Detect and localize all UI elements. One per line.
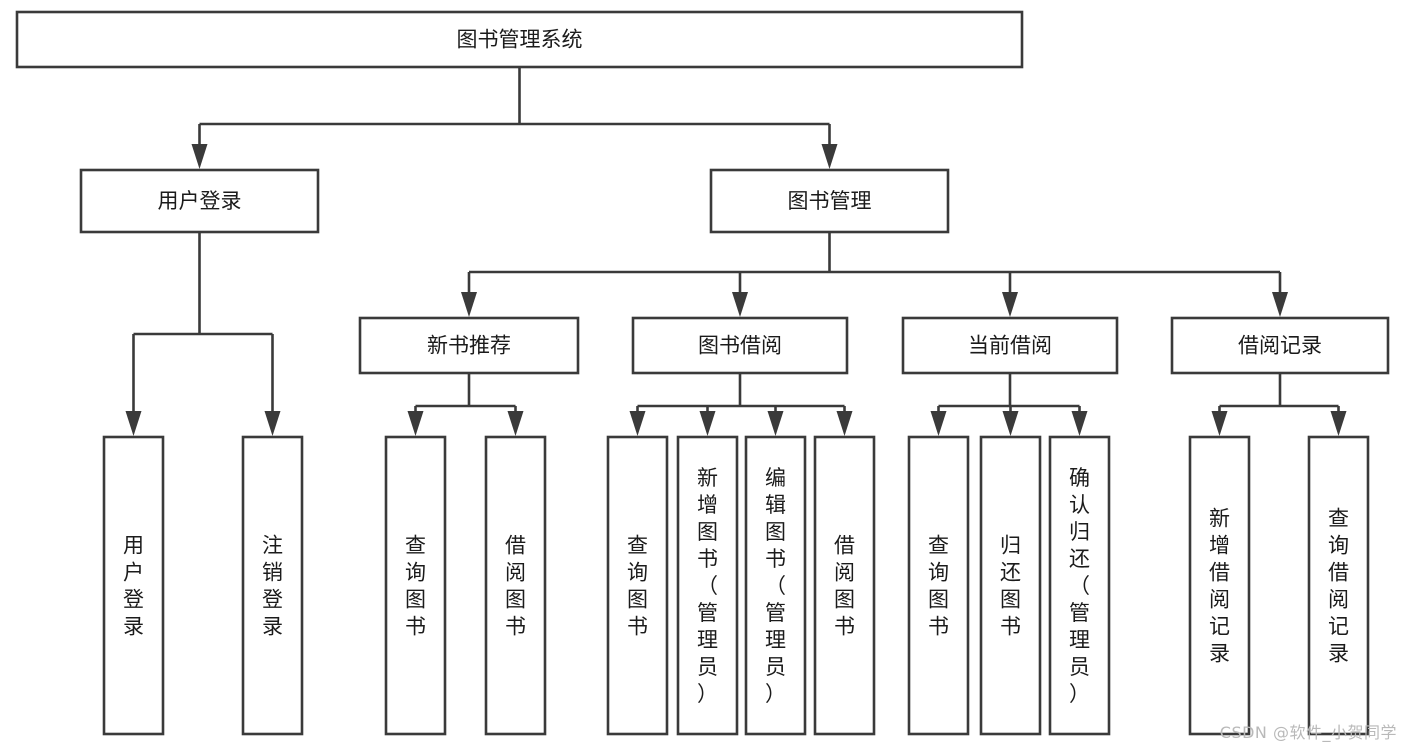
node-label: 新书推荐 bbox=[427, 334, 511, 358]
arrow-head-icon bbox=[1071, 411, 1088, 436]
arrow-head-icon bbox=[767, 411, 784, 436]
arrow-head-icon bbox=[1002, 292, 1018, 317]
arrow-head-icon bbox=[1330, 411, 1347, 436]
node-label: 查询图书 bbox=[405, 534, 426, 639]
node-label: 当前借阅 bbox=[968, 334, 1052, 358]
node-box[interactable] bbox=[484, 435, 547, 736]
arrow-head-icon bbox=[836, 411, 853, 436]
node-leaf_11[interactable]: 新增借阅记录 bbox=[1188, 435, 1251, 736]
node-box[interactable] bbox=[606, 435, 669, 736]
node-leaf_3[interactable]: 借阅图书 bbox=[484, 435, 547, 736]
node-leaf_6[interactable]: 编辑图书（管理员） bbox=[744, 435, 807, 736]
arrow-head-icon bbox=[461, 292, 477, 317]
node-box[interactable] bbox=[676, 435, 739, 736]
node-l3_3[interactable]: 借阅记录 bbox=[1170, 316, 1390, 375]
edge-group-new-book-to-leaves bbox=[407, 373, 524, 436]
node-label: 查询借阅记录 bbox=[1328, 507, 1349, 666]
edge-group-borrow-to-leaves bbox=[629, 373, 853, 436]
node-box[interactable] bbox=[979, 435, 1042, 736]
edge-group-user-login-to-leaves bbox=[125, 232, 281, 436]
node-label: 编辑图书（管理员） bbox=[765, 466, 786, 706]
edge-group-records-to-leaves bbox=[1211, 373, 1347, 436]
node-label: 图书管理 bbox=[788, 189, 872, 213]
node-l2_1[interactable]: 图书管理 bbox=[709, 168, 950, 234]
edges-layer bbox=[125, 67, 1347, 436]
arrow-head-icon bbox=[125, 411, 142, 436]
node-leaf_10[interactable]: 确认归还（管理员） bbox=[1048, 435, 1111, 736]
node-label: 图书借阅 bbox=[698, 334, 782, 358]
node-box[interactable] bbox=[907, 435, 970, 736]
arrow-head-icon bbox=[821, 144, 838, 169]
node-root[interactable]: 图书管理系统 bbox=[15, 10, 1024, 69]
node-leaf_9[interactable]: 归还图书 bbox=[979, 435, 1042, 736]
node-l3_1[interactable]: 图书借阅 bbox=[631, 316, 849, 375]
node-label: 新增借阅记录 bbox=[1209, 507, 1230, 666]
node-label: 借阅图书 bbox=[834, 534, 855, 639]
node-label: 注销登录 bbox=[262, 534, 283, 639]
node-label: 归还图书 bbox=[1000, 534, 1021, 639]
node-box[interactable] bbox=[1188, 435, 1251, 736]
arrow-head-icon bbox=[732, 292, 748, 317]
node-l3_0[interactable]: 新书推荐 bbox=[358, 316, 580, 375]
node-box[interactable] bbox=[744, 435, 807, 736]
node-box[interactable] bbox=[1307, 435, 1370, 736]
node-label: 用户登录 bbox=[123, 534, 144, 639]
node-label: 借阅图书 bbox=[505, 534, 526, 639]
node-label: 查询图书 bbox=[928, 534, 949, 639]
arrow-head-icon bbox=[1211, 411, 1228, 436]
arrow-head-icon bbox=[699, 411, 716, 436]
node-box[interactable] bbox=[384, 435, 447, 736]
arrow-head-icon bbox=[629, 411, 646, 436]
node-box[interactable] bbox=[631, 316, 849, 375]
arrow-head-icon bbox=[191, 144, 208, 169]
edge-group-current-borrow-to-leaves bbox=[930, 373, 1088, 436]
node-label: 图书管理系统 bbox=[457, 28, 583, 52]
node-box[interactable] bbox=[358, 316, 580, 375]
arrow-head-icon bbox=[407, 411, 424, 436]
node-leaf_5[interactable]: 新增图书（管理员） bbox=[676, 435, 739, 736]
node-label: 新增图书（管理员） bbox=[697, 466, 718, 706]
node-leaf_2[interactable]: 查询图书 bbox=[384, 435, 447, 736]
node-box[interactable] bbox=[79, 168, 320, 234]
nodes-layer: 图书管理系统用户登录图书管理新书推荐图书借阅当前借阅借阅记录用户登录注销登录查询… bbox=[15, 10, 1390, 736]
node-box[interactable] bbox=[1048, 435, 1111, 736]
node-leaf_0[interactable]: 用户登录 bbox=[102, 435, 165, 736]
node-box[interactable] bbox=[901, 316, 1119, 375]
node-label: 确认归还（管理员） bbox=[1069, 466, 1090, 706]
node-leaf_4[interactable]: 查询图书 bbox=[606, 435, 669, 736]
arrow-head-icon bbox=[930, 411, 947, 436]
arrow-head-icon bbox=[1272, 292, 1288, 317]
node-box[interactable] bbox=[241, 435, 304, 736]
node-label: 借阅记录 bbox=[1238, 334, 1322, 358]
edge-group-root-to-level2 bbox=[191, 67, 838, 169]
node-label: 查询图书 bbox=[627, 534, 648, 639]
watermark-label: CSDN @软件_小贺同学 bbox=[1219, 723, 1397, 742]
node-l2_0[interactable]: 用户登录 bbox=[79, 168, 320, 234]
node-leaf_1[interactable]: 注销登录 bbox=[241, 435, 304, 736]
node-leaf_12[interactable]: 查询借阅记录 bbox=[1307, 435, 1370, 736]
arrow-head-icon bbox=[264, 411, 281, 436]
node-box[interactable] bbox=[102, 435, 165, 736]
arrow-head-icon bbox=[1002, 411, 1019, 436]
node-box[interactable] bbox=[15, 10, 1024, 69]
arrow-head-icon bbox=[507, 411, 524, 436]
node-l3_2[interactable]: 当前借阅 bbox=[901, 316, 1119, 375]
node-leaf_7[interactable]: 借阅图书 bbox=[813, 435, 876, 736]
node-box[interactable] bbox=[813, 435, 876, 736]
node-leaf_8[interactable]: 查询图书 bbox=[907, 435, 970, 736]
node-box[interactable] bbox=[1170, 316, 1390, 375]
node-label: 用户登录 bbox=[158, 189, 242, 213]
edge-group-book-mgmt-to-level3 bbox=[461, 232, 1288, 317]
node-box[interactable] bbox=[709, 168, 950, 234]
